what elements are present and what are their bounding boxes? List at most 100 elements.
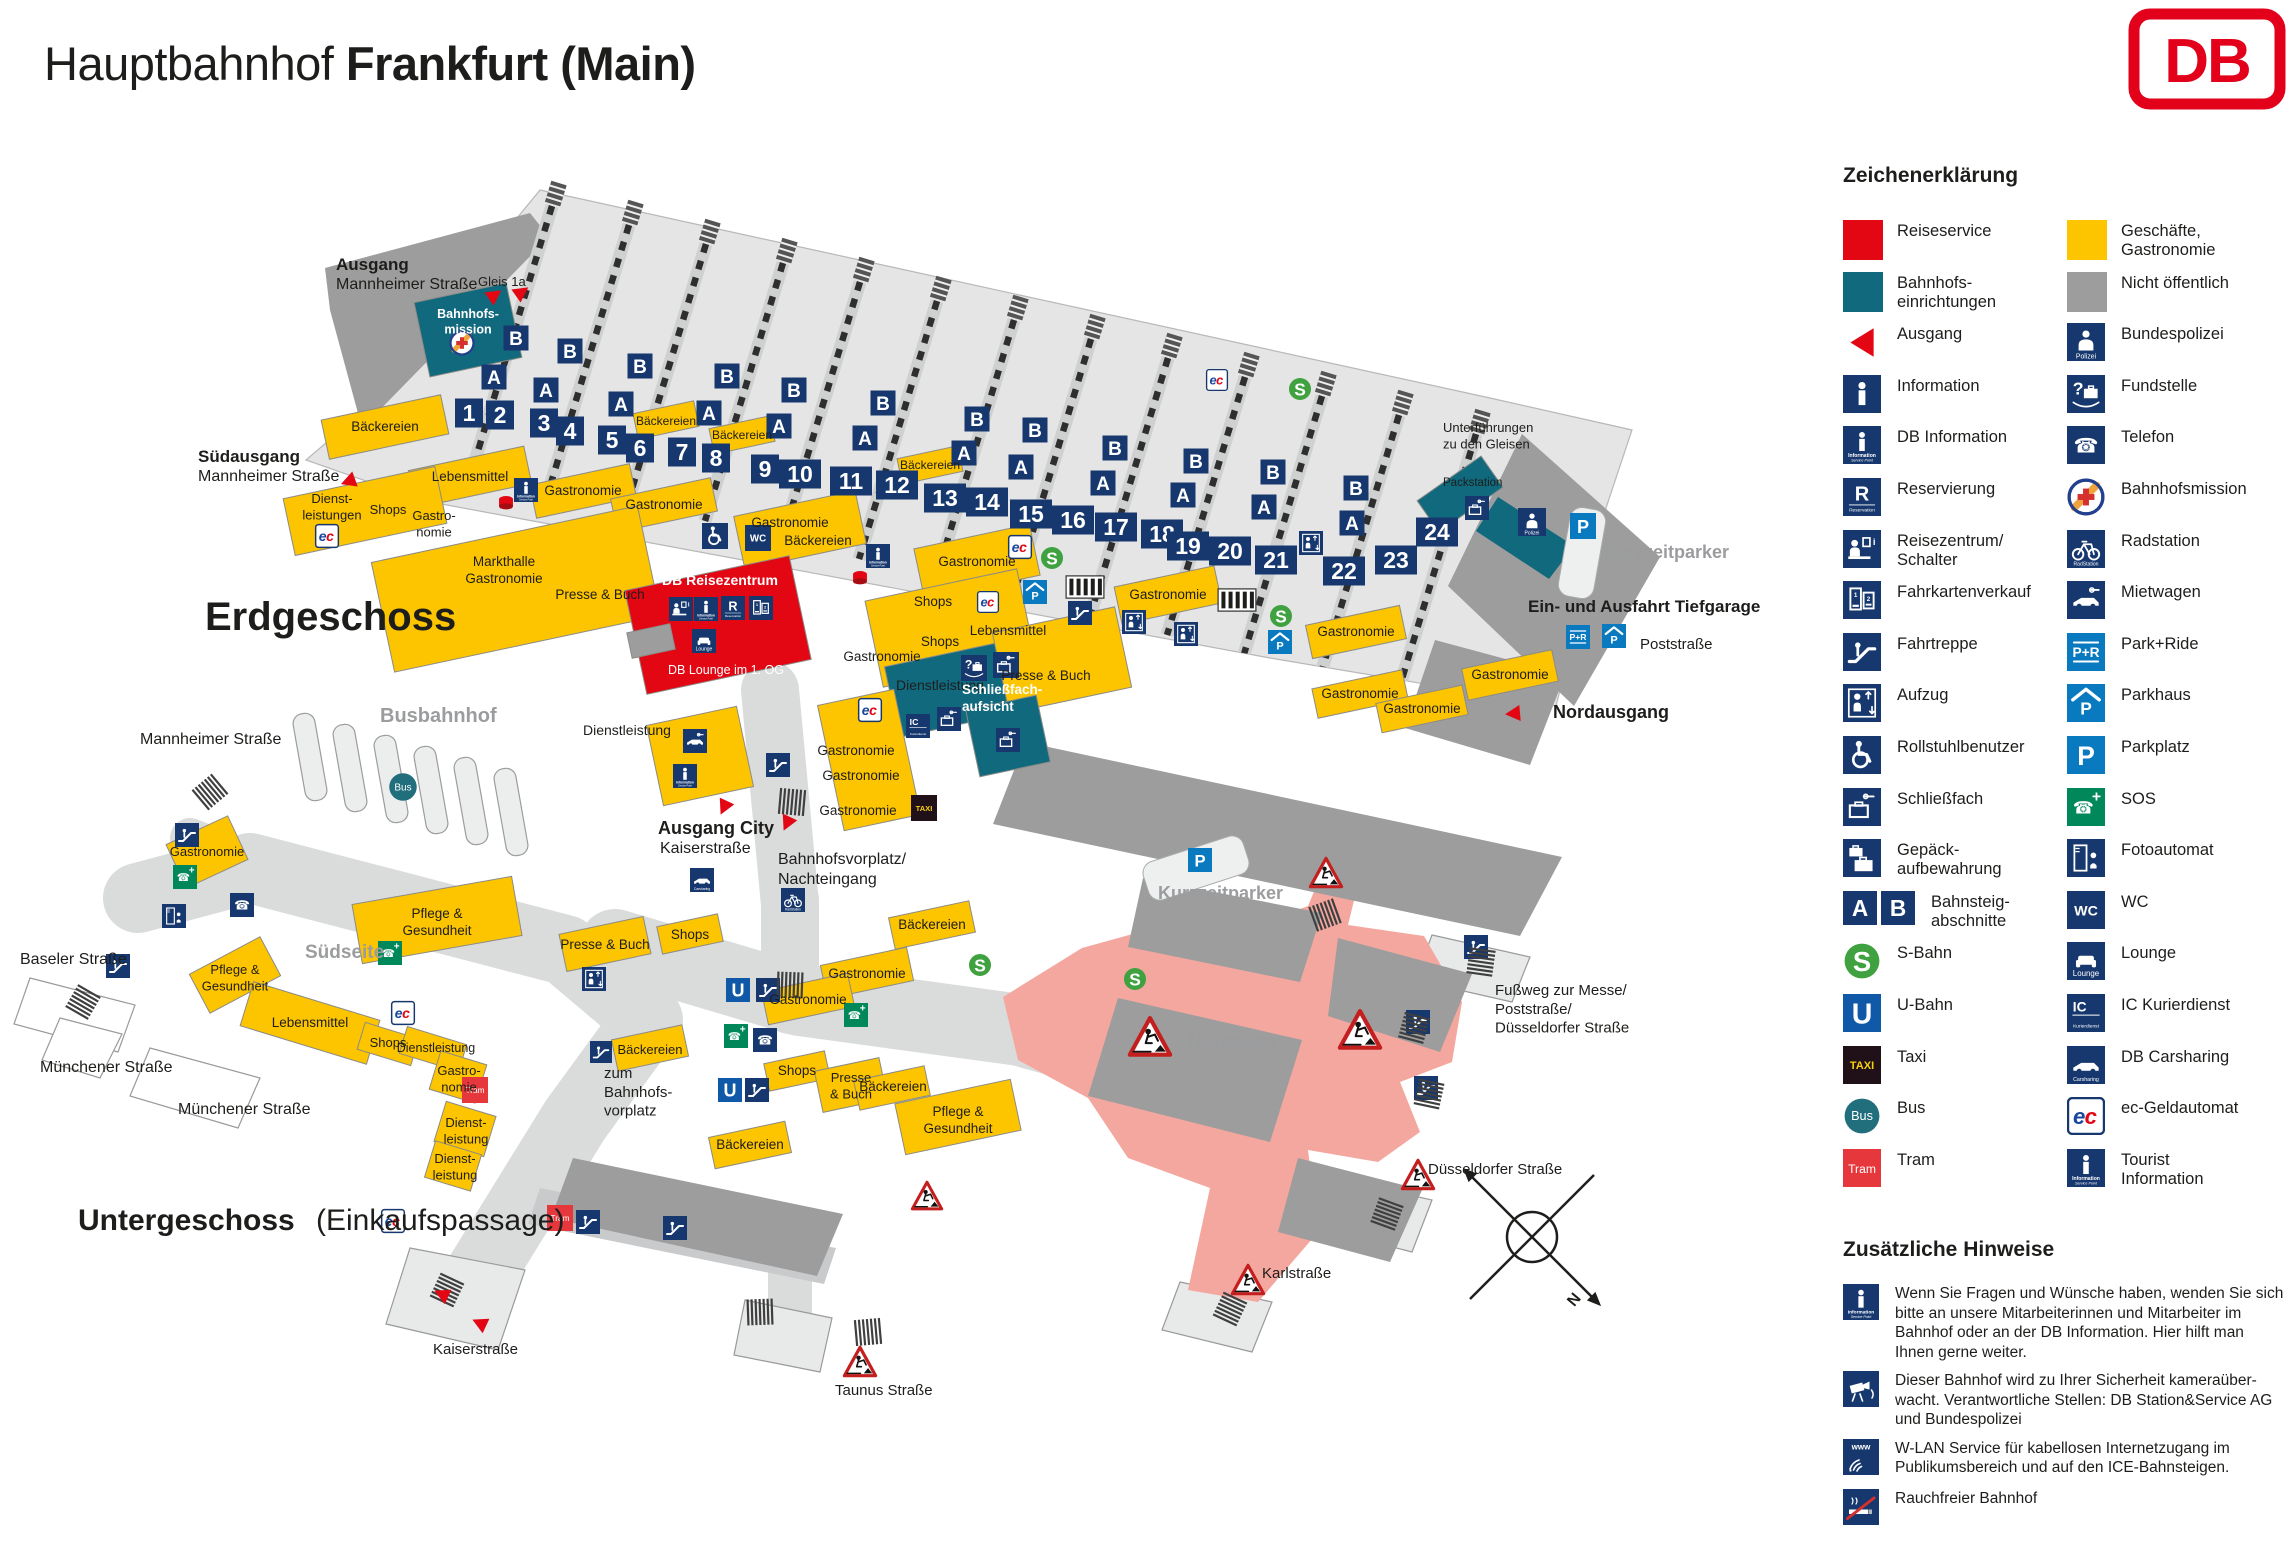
svg-text:A: A — [957, 444, 971, 465]
lounge-icon: Lounge — [2067, 942, 2105, 981]
svg-text:P: P — [1610, 634, 1617, 646]
svg-text:A: A — [1014, 458, 1028, 479]
map-block — [632, 400, 700, 440]
svg-text:☎: ☎ — [177, 871, 190, 884]
svg-text:P: P — [1031, 590, 1038, 602]
zebra-icon — [1065, 575, 1105, 599]
platform-section-A: A — [1090, 470, 1116, 496]
exit-arrow — [511, 287, 529, 303]
map-label: Pflege &Gesundheit — [923, 1104, 992, 1136]
legend-item-label: Bahnsteig-abschnitte — [1931, 892, 2010, 930]
legend-item-label: WC — [2121, 892, 2149, 911]
svg-text:Bus: Bus — [1851, 1109, 1873, 1123]
fundstelle-icon: ? — [2067, 374, 2105, 413]
legend-item-label: Reiseservice — [1897, 222, 1992, 240]
map-label: Gastronomie — [1317, 624, 1394, 639]
svg-text:+: + — [740, 1025, 746, 1036]
svg-text:Carsharing: Carsharing — [2073, 1076, 2099, 1082]
note-nosmoke: Rauchfreier Bahnhof — [1843, 1488, 2295, 1530]
platform-number-19: 19 — [1167, 531, 1209, 561]
stairs-glyph — [1308, 898, 1342, 932]
map-label: Bäckereien — [716, 1137, 784, 1152]
map-label: Busbahnhof — [380, 705, 497, 727]
elevator-icon — [582, 967, 606, 991]
svg-text:R: R — [1855, 484, 1870, 506]
map-block — [894, 1078, 1022, 1156]
svg-text:11: 11 — [839, 468, 864, 494]
platform-number-3: 3 — [530, 408, 558, 438]
platform-section-B: B — [1260, 459, 1286, 485]
bus-stall — [493, 767, 529, 857]
map-label: Gastronomie — [751, 515, 828, 530]
svg-text:Information: Information — [1848, 454, 1876, 460]
svg-text:c: c — [869, 702, 877, 718]
map-label: Gastronomie — [938, 554, 1015, 569]
map-label: Kurzzeitparker — [1604, 542, 1729, 562]
svg-text:B: B — [1189, 452, 1203, 473]
stairs-glyph — [776, 971, 804, 999]
parkplatz-icon: P — [2067, 735, 2105, 774]
map-label: Bahnhofsvorplatz/Nachteingang — [778, 851, 907, 888]
map-label: Mannheimer Straße — [198, 468, 339, 485]
platform-number-12: 12 — [876, 470, 918, 500]
track-end-hatch — [698, 218, 721, 245]
map-label: Nordausgang — [1553, 702, 1669, 722]
locker-icon — [1465, 496, 1489, 520]
map-label: Gastronomie — [544, 483, 621, 498]
escalator-icon — [175, 823, 199, 847]
map-label: Dienst-leistung — [444, 1115, 489, 1146]
map-label: Südausgang — [198, 447, 300, 466]
legend-item-label: S-Bahn — [1897, 944, 1953, 963]
svg-text:WC: WC — [750, 534, 766, 545]
svg-text:S: S — [1853, 946, 1871, 977]
map-label: Gastronomie — [625, 497, 702, 512]
escalator-icon — [766, 753, 790, 777]
platform-section-A: A — [1339, 510, 1365, 536]
legend-item-label: Geschäfte,Gastronomie — [2121, 222, 2216, 259]
map-label: Lebensmittel — [970, 623, 1047, 638]
svg-text:☎: ☎ — [728, 1030, 741, 1043]
svg-text:B: B — [720, 367, 734, 388]
map-label: Mannheimer Straße — [336, 276, 477, 293]
map-label: Münchener Straße — [40, 1059, 173, 1076]
map-label: Gastronomie — [843, 649, 920, 664]
map-label: DB Reisezentrum — [662, 572, 778, 588]
map-label: Untergeschoss — [78, 1204, 295, 1237]
map-label: Shops — [671, 927, 710, 942]
sos-icon: ☎+ — [844, 1003, 868, 1027]
wheelchair-icon — [702, 523, 728, 549]
svg-text:B: B — [970, 410, 984, 431]
svg-text:www: www — [1851, 1442, 1871, 1451]
pr-icon: P+R — [2067, 632, 2105, 671]
sbahn-icon: S — [1124, 968, 1146, 990]
svg-text:e: e — [1012, 539, 1020, 555]
svg-text:P: P — [2077, 741, 2095, 771]
platform-section-A: A — [951, 440, 977, 466]
svg-text:S: S — [1129, 969, 1141, 989]
swatch-yellow-icon — [2067, 220, 2107, 260]
mission-icon — [2067, 478, 2105, 516]
polizei-icon: Polizei — [2067, 323, 2105, 362]
map-label: Gastronomie — [769, 992, 846, 1007]
phone-icon: ☎ — [2067, 426, 2105, 465]
legend-item-sbahn: S S-Bahn — [1843, 942, 2067, 994]
police-band — [1476, 497, 1574, 579]
map-label: (Einkaufspassage) — [316, 1204, 564, 1237]
wheelchair-icon — [1843, 735, 1881, 774]
map-label: Düsseldorfer Straße — [1428, 1161, 1562, 1178]
map-label: Baseler Straße — [20, 951, 127, 968]
svg-text:B: B — [1028, 421, 1042, 442]
svg-text:13: 13 — [932, 485, 958, 511]
sos-icon: ☎+ — [173, 865, 197, 889]
warn-icon — [1230, 1263, 1266, 1296]
zebra-icon — [1217, 588, 1257, 612]
platform-number-13: 13 — [924, 483, 966, 513]
map-label: Schließfach-aufsicht — [962, 682, 1042, 714]
parkhaus-icon: P — [1602, 624, 1626, 648]
notes-heading: Zusätzliche Hinweise — [1843, 1238, 2055, 1261]
legend-item-info: Information — [1843, 374, 2067, 427]
